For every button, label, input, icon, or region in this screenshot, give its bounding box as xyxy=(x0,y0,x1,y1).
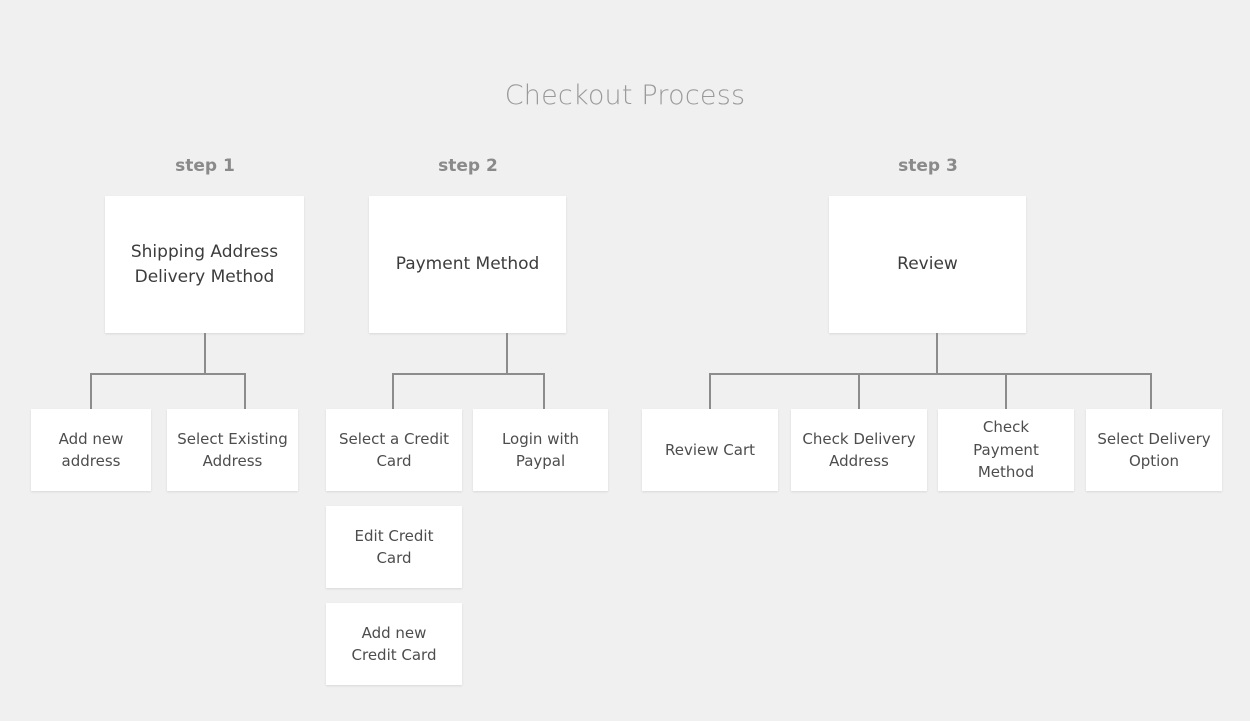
connector-step3-bar xyxy=(709,373,1152,375)
node-add-new-address[interactable]: Add new address xyxy=(31,409,151,491)
node-label: Review Cart xyxy=(665,440,755,459)
connector-step3-drop-3 xyxy=(1005,373,1007,410)
node-select-existing-address[interactable]: Select Existing Address xyxy=(167,409,298,491)
node-label: Payment Method xyxy=(395,254,540,275)
node-check-delivery-address[interactable]: Check Delivery Address xyxy=(791,409,927,491)
node-label: Edit Credit Card xyxy=(354,526,434,568)
node-label: Check Payment Method xyxy=(973,418,1039,482)
connector-step2-trunk xyxy=(506,333,508,374)
connector-step2-drop-2 xyxy=(543,373,545,410)
connector-step1-drop-1 xyxy=(90,373,92,410)
connector-step3-drop-1 xyxy=(709,373,711,410)
node-label: Shipping Address Delivery Method xyxy=(130,241,279,287)
connector-step1-drop-2 xyxy=(244,373,246,410)
page-title: Checkout Process xyxy=(504,80,746,111)
node-edit-credit-card[interactable]: Edit Credit Card xyxy=(326,506,462,588)
connector-step1-bar xyxy=(90,373,246,375)
node-add-new-credit-card[interactable]: Add new Credit Card xyxy=(326,603,462,685)
node-select-a-credit-card[interactable]: Select a Credit Card xyxy=(326,409,462,491)
step-label-2: step 2 xyxy=(438,156,498,176)
node-label: Check Delivery Address xyxy=(802,429,916,471)
node-label: Login with Paypal xyxy=(501,429,580,471)
node-label: Select Existing Address xyxy=(177,429,288,471)
node-label: Add new Credit Card xyxy=(351,623,437,665)
node-label: Review xyxy=(897,254,958,275)
step-label-1: step 1 xyxy=(175,156,235,176)
node-payment-method[interactable]: Payment Method xyxy=(369,196,566,333)
connector-step2-bar xyxy=(392,373,545,375)
connector-step2-drop-1 xyxy=(392,373,394,410)
connector-step3-drop-2 xyxy=(858,373,860,410)
node-review[interactable]: Review xyxy=(829,196,1026,333)
node-label: Add new address xyxy=(58,429,124,471)
node-review-cart[interactable]: Review Cart xyxy=(642,409,778,491)
step-label-3: step 3 xyxy=(898,156,958,176)
node-check-payment-method[interactable]: Check Payment Method xyxy=(938,409,1074,491)
connector-step1-trunk xyxy=(204,333,206,374)
node-label: Select Delivery Option xyxy=(1097,429,1211,471)
node-select-delivery-option[interactable]: Select Delivery Option xyxy=(1086,409,1222,491)
connector-step3-trunk xyxy=(936,333,938,374)
node-label: Select a Credit Card xyxy=(338,429,450,471)
node-login-with-paypal[interactable]: Login with Paypal xyxy=(473,409,608,491)
node-shipping-address-delivery-method[interactable]: Shipping Address Delivery Method xyxy=(105,196,304,333)
connector-step3-drop-4 xyxy=(1150,373,1152,410)
